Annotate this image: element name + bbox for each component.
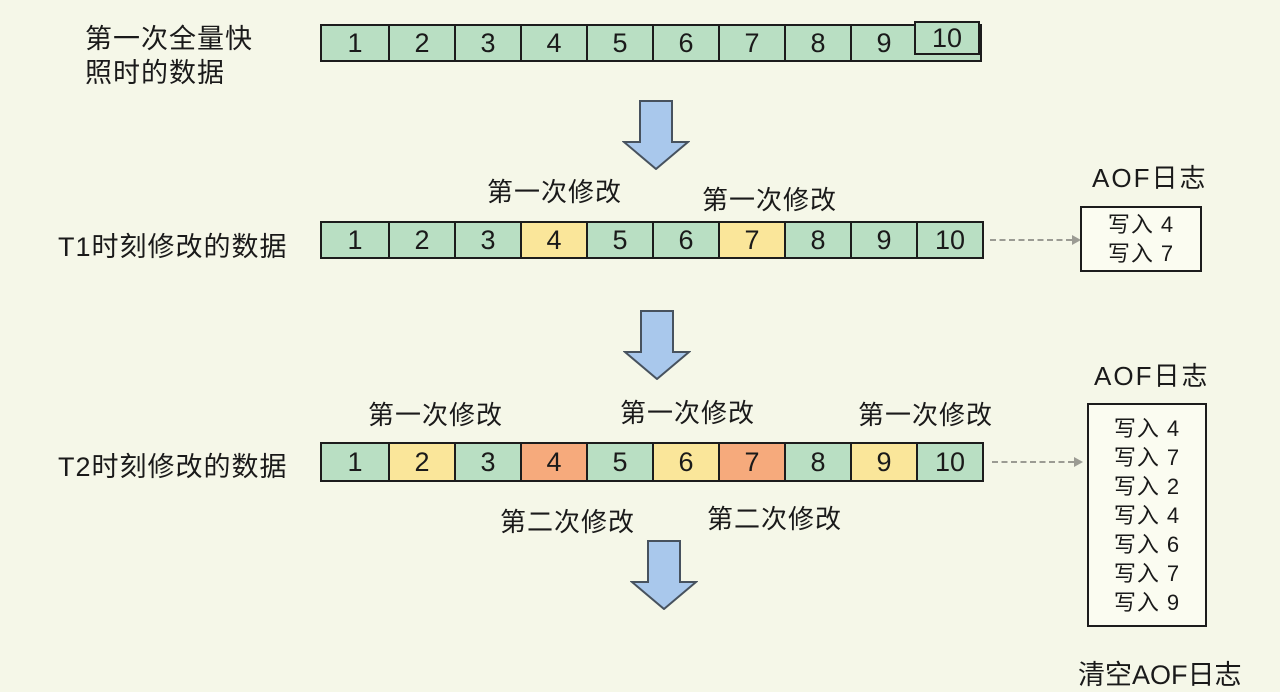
data-cell: 3	[454, 26, 520, 60]
data-cell: 4	[520, 444, 586, 480]
data-cell: 9	[850, 26, 916, 60]
t2-second-edit-label-1: 第二次修改	[500, 507, 636, 537]
t2-aof-log-box: 写入 4 写入 7 写入 2 写入 4 写入 6 写入 7 写入 9	[1087, 403, 1207, 627]
down-arrow-icon	[622, 100, 690, 170]
data-cell: 8	[784, 444, 850, 480]
t2-row-label: T2时刻修改的数据	[58, 452, 288, 482]
down-arrow-icon	[630, 540, 698, 610]
data-cell: 3	[454, 223, 520, 257]
data-cell: 10	[914, 21, 980, 55]
aof-log-entry: 写入 9	[1113, 589, 1181, 615]
t2-first-edit-label-3: 第一次修改	[858, 400, 994, 430]
aof-log-entry: 写入 4	[1107, 212, 1175, 237]
t2-second-edit-label-2: 第二次修改	[707, 504, 843, 534]
data-cell: 7	[718, 26, 784, 60]
snapshot-row-label-line1: 第一次全量快	[85, 24, 253, 54]
data-cell: 4	[520, 26, 586, 60]
t1-row-label: T1时刻修改的数据	[58, 232, 288, 262]
aof-log-entry: 写入 2	[1113, 473, 1181, 499]
data-cell: 1	[322, 26, 388, 60]
t1-aof-log-box: 写入 4 写入 7	[1080, 206, 1202, 272]
data-cell: 7	[718, 444, 784, 480]
data-cell: 8	[784, 223, 850, 257]
t1-edit-label-1: 第一次修改	[487, 177, 623, 207]
t1-edit-label-2: 第一次修改	[702, 185, 838, 215]
t2-first-edit-label-1: 第一次修改	[368, 400, 504, 430]
data-cell: 6	[652, 444, 718, 480]
data-cell: 6	[652, 223, 718, 257]
data-cell: 7	[718, 223, 784, 257]
arrowhead-icon	[1074, 457, 1083, 467]
aof-log-entry: 写入 4	[1113, 415, 1181, 441]
snapshot-row-label: 第一次全量快 照时的数据	[85, 22, 253, 90]
data-cell: 4	[520, 223, 586, 257]
t2-aof-log-title: AOF日志	[1094, 361, 1210, 391]
data-cell: 5	[586, 444, 652, 480]
aof-log-entry: 写入 7	[1113, 444, 1181, 470]
snapshot-row-label-line2: 照时的数据	[85, 58, 225, 88]
data-cell: 10	[916, 223, 982, 257]
t2-first-edit-label-2: 第一次修改	[620, 398, 756, 428]
data-cell: 5	[586, 223, 652, 257]
aof-log-entry: 写入 7	[1113, 560, 1181, 586]
down-arrow-icon	[623, 310, 691, 380]
data-cell: 1	[322, 223, 388, 257]
arrowhead-icon	[1072, 235, 1081, 245]
aof-log-entry: 写入 7	[1107, 241, 1175, 266]
clear-aof-log-label: 清空AOF日志	[1078, 660, 1242, 690]
t1-aof-log-title: AOF日志	[1092, 163, 1208, 193]
data-cell: 2	[388, 223, 454, 257]
aof-log-entry: 写入 6	[1113, 531, 1181, 557]
data-cell: 3	[454, 444, 520, 480]
data-cell: 9	[850, 444, 916, 480]
data-cell: 9	[850, 223, 916, 257]
data-cell: 5	[586, 26, 652, 60]
dashed-arrow-icon	[992, 457, 1083, 467]
data-cell: 1	[322, 444, 388, 480]
data-cell: 8	[784, 26, 850, 60]
data-cell: 10	[916, 444, 982, 480]
data-cell: 6	[652, 26, 718, 60]
data-cell: 2	[388, 444, 454, 480]
dashed-arrow-icon	[990, 235, 1081, 245]
data-cell: 2	[388, 26, 454, 60]
aof-log-entry: 写入 4	[1113, 502, 1181, 528]
